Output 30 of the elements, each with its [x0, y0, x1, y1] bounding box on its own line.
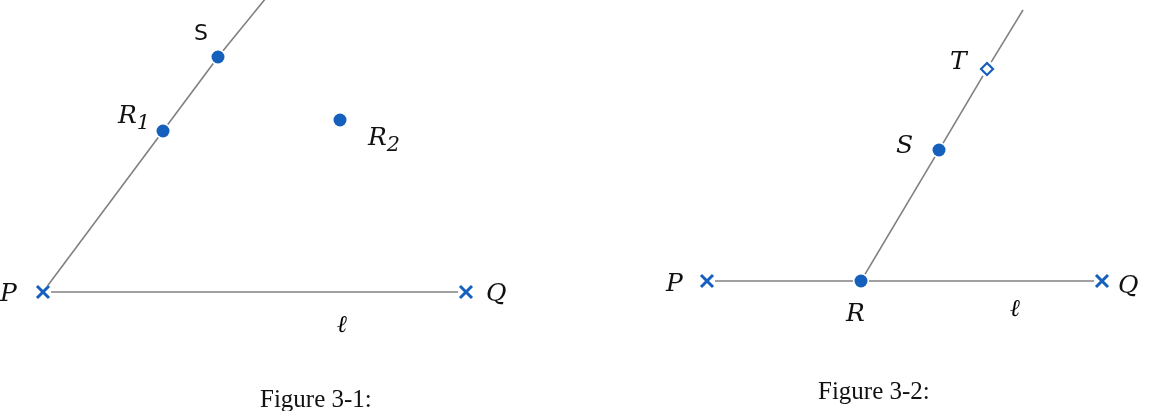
cross-mark	[1094, 273, 1110, 289]
point-label: T	[950, 48, 967, 73]
cross-mark	[458, 284, 474, 300]
point-dot	[332, 112, 348, 128]
cross-mark	[35, 284, 51, 300]
point-label: Q	[486, 280, 507, 305]
cross-mark	[699, 273, 715, 289]
line-segment	[166, 62, 215, 126]
point-dot	[155, 123, 171, 139]
point-dot	[931, 142, 947, 158]
point-label: P	[0, 280, 17, 305]
line-segment	[942, 75, 984, 144]
point-label: Q	[1118, 272, 1139, 297]
figure-caption: Figure 3-2:	[818, 377, 930, 405]
line-segment	[50, 291, 459, 293]
point-label: R$_{1}$	[118, 102, 151, 133]
point-label: P	[666, 270, 683, 295]
line-segment	[868, 280, 1095, 282]
point-dot	[210, 49, 226, 65]
point-label: R$_{2}$	[368, 124, 401, 155]
point-dot	[853, 273, 869, 289]
point-label: R	[846, 300, 865, 325]
diamond-mark	[979, 61, 995, 77]
line-segment	[222, 0, 267, 52]
line-segment	[47, 136, 159, 287]
line-segment	[864, 156, 936, 275]
point-label: S	[194, 22, 208, 44]
line-segment	[990, 9, 1024, 63]
point-label: S	[896, 132, 914, 157]
line-segment	[714, 280, 854, 282]
